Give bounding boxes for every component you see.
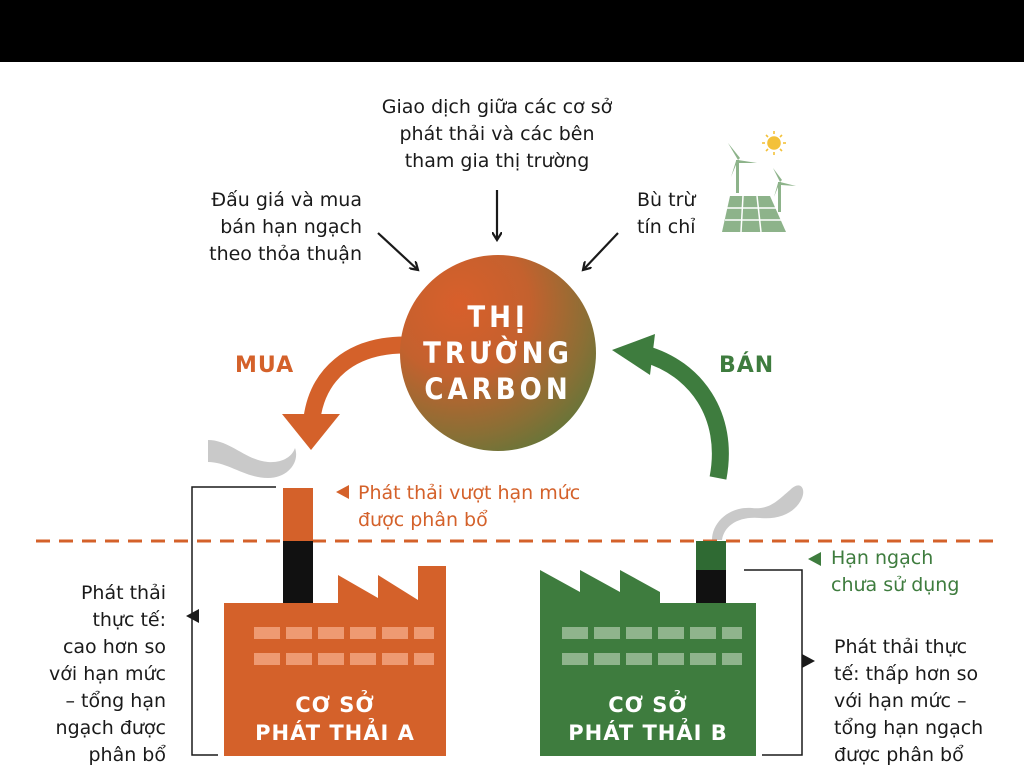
pointer-triangle-icon bbox=[808, 552, 821, 566]
bracket-actual-emissions-a bbox=[191, 486, 276, 756]
sun-icon bbox=[762, 131, 786, 155]
facility-b-actual-label: Phát thải thực tế: thấp hơn so với hạn m… bbox=[834, 636, 984, 766]
renewable-energy-icon bbox=[722, 131, 796, 233]
input-label-auction: Đấu giá và mua bán hạn ngạch theo thỏa t… bbox=[209, 189, 362, 265]
sell-flow-arrow bbox=[612, 334, 729, 480]
pointer-triangle-icon bbox=[336, 485, 349, 499]
sell-label: BÁN bbox=[719, 353, 775, 378]
input-label-offset: Bù trừ tín chỉ bbox=[637, 189, 696, 238]
solar-panel-icon bbox=[722, 195, 786, 233]
top-black-bar bbox=[0, 0, 1024, 62]
facility-a-actual-label: Phát thải thực tế: cao hơn so với hạn mứ… bbox=[49, 582, 166, 766]
factory-icon bbox=[540, 541, 756, 756]
buy-label: MUA bbox=[235, 353, 295, 378]
smoke-icon bbox=[208, 440, 297, 478]
carbon-market-label: THỊ TRƯỜNG CARBON bbox=[423, 300, 573, 406]
factory-icon bbox=[224, 488, 446, 756]
arrow-right-input bbox=[583, 232, 619, 270]
unused-allowance-label: Hạn ngạch chưa sử dụng bbox=[831, 547, 960, 596]
carbon-market-circle: THỊ TRƯỜNG CARBON bbox=[400, 255, 596, 451]
facility-a-name: CƠ SỞ PHÁT THẢI A bbox=[255, 693, 415, 745]
arrow-left-input bbox=[377, 232, 418, 270]
smoke-icon bbox=[712, 485, 804, 540]
excess-emissions-label: Phát thải vượt hạn mức được phân bổ bbox=[358, 482, 581, 531]
pointer-triangle-icon bbox=[802, 654, 815, 668]
pointer-triangle-icon bbox=[186, 609, 199, 623]
facility-b-name: CƠ SỞ PHÁT THẢI B bbox=[568, 693, 728, 745]
wind-turbine-icon bbox=[728, 143, 796, 212]
buy-flow-arrow bbox=[282, 336, 406, 450]
smokestack-icon bbox=[283, 488, 313, 542]
smokestack-icon bbox=[696, 541, 726, 571]
input-label-trading: Giao dịch giữa các cơ sở phát thải và cá… bbox=[381, 96, 613, 172]
